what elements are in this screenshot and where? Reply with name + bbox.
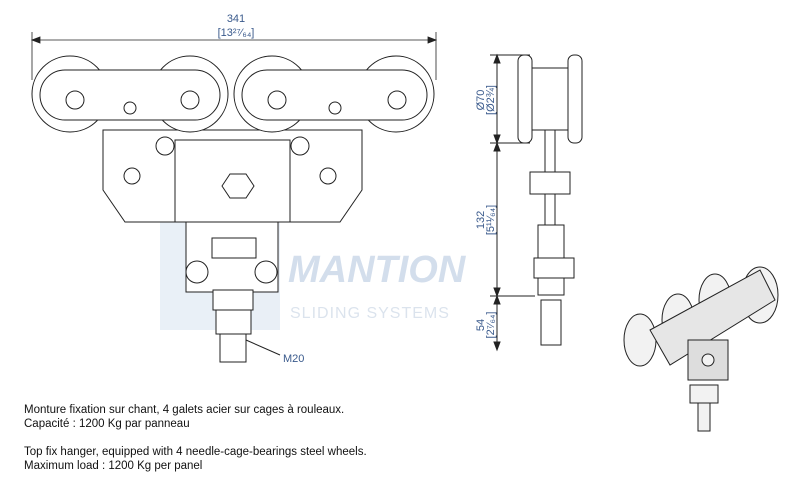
height-in: [5¹¹⁄₆₄]	[485, 205, 497, 235]
right-wheel-plate	[241, 69, 428, 121]
height-mm: 132	[475, 211, 487, 229]
description-fr-line1: Monture fixation sur chant, 4 galets aci…	[24, 404, 345, 416]
bolt-length-mm: 54	[475, 319, 487, 331]
description-fr: Monture fixation sur chant, 4 galets aci…	[24, 403, 344, 431]
width-dimension	[30, 32, 438, 80]
watermark-brand: MANTION	[288, 249, 467, 291]
description-en: Top fix hanger, equipped with 4 needle-c…	[24, 445, 367, 473]
left-wheel-plate	[39, 69, 221, 121]
side-view	[490, 53, 583, 352]
description-en-line1: Top fix hanger, equipped with 4 needle-c…	[24, 446, 367, 458]
width-mm-label: 341	[227, 13, 245, 25]
width-in-label: [13²⁷⁄₆₄]	[218, 27, 255, 39]
thread-label: M20	[283, 353, 304, 365]
description-fr-line2: Capacité : 1200 Kg par panneau	[24, 418, 190, 430]
front-view	[31, 55, 435, 363]
bolt-length-in: [2⁷⁄₆₄]	[485, 312, 497, 339]
isometric-view	[623, 266, 779, 432]
watermark-tagline: SLIDING SYSTEMS	[290, 305, 450, 322]
description-en-line2: Maximum load : 1200 Kg per panel	[24, 460, 203, 472]
wheel-diameter-mm: Ø70	[475, 90, 487, 111]
m20-bolt	[219, 333, 247, 363]
wheel-diameter-in: [Ø2¾]	[485, 85, 497, 115]
hex-nut	[221, 173, 255, 199]
